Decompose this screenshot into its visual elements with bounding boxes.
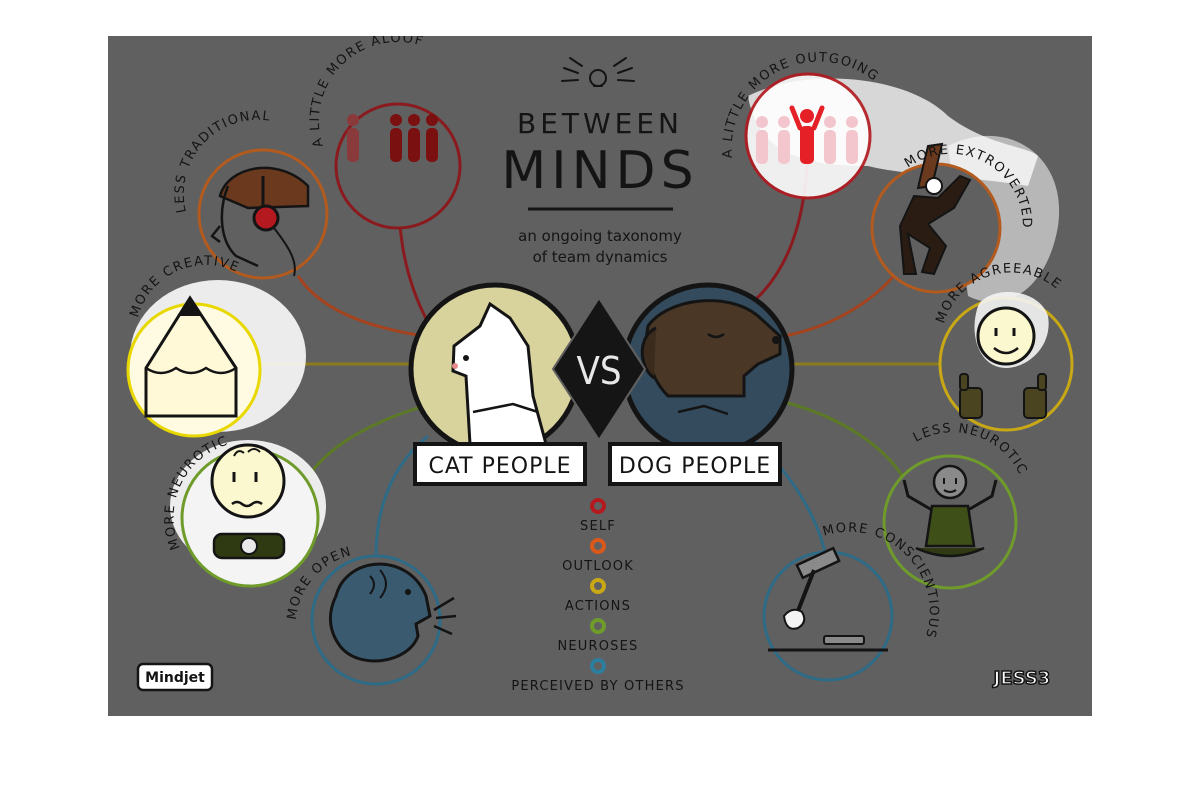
dancer-icon xyxy=(898,142,972,276)
legend-dot xyxy=(590,658,606,674)
cat-label-box: CAT PEOPLE xyxy=(413,442,587,486)
mindjet-logo-text: Mindjet xyxy=(145,670,205,686)
traditional-node: LESS TRADITIONAL xyxy=(173,109,329,280)
cat-label: CAT PEOPLE xyxy=(428,454,571,479)
title-lightbulb-icon xyxy=(561,57,635,87)
aloof-node: A LITTLE MORE ALOOF xyxy=(308,36,462,230)
pencil-icon xyxy=(144,295,238,418)
cat-portrait xyxy=(408,282,582,456)
people-icon xyxy=(347,114,438,162)
speaking-head-icon xyxy=(329,562,457,663)
legend-dot xyxy=(590,498,606,514)
subtitle-line-2: of team dynamics xyxy=(533,248,668,266)
legend-label: NEUROSES xyxy=(557,639,638,654)
meditating-person-icon xyxy=(902,464,998,558)
mindjet-logo: Mindjet xyxy=(136,662,214,692)
dog-portrait xyxy=(621,282,795,456)
vs-diamond: VS xyxy=(551,296,647,442)
jess3-logo-text: JESS3 xyxy=(992,668,1051,689)
cheering-people-icon xyxy=(756,105,858,164)
headphones-head-icon xyxy=(210,166,310,277)
gavel-icon xyxy=(768,546,888,652)
worried-face-icon xyxy=(210,443,286,560)
legend-label: PERCEIVED BY OTHERS xyxy=(511,679,684,694)
neurotic-node: MORE NEUROTIC xyxy=(162,434,326,588)
vs-label: VS xyxy=(576,349,621,393)
subtitle-line-1: an ongoing taxonomy xyxy=(518,227,682,245)
dog-label: DOG PEOPLE xyxy=(619,454,771,479)
thumbs-up-face-icon xyxy=(959,292,1049,419)
legend-label: ACTIONS xyxy=(565,599,631,614)
less-neurotic-node: LESS NEUROTIC xyxy=(882,421,1029,590)
open-node: MORE OPEN xyxy=(285,544,457,686)
dog-label-box: DOG PEOPLE xyxy=(608,442,782,486)
legend-dot xyxy=(590,618,606,634)
title-line-1: BETWEEN xyxy=(517,107,683,140)
jess3-logo: JESS3 xyxy=(991,667,1051,690)
legend-label: OUTLOOK xyxy=(562,559,634,574)
legend-dot xyxy=(590,538,606,554)
extroverted-node: MORE EXTROVERTED xyxy=(870,135,1060,303)
legend: SELF OUTLOOK ACTIONS NEUROSES PERCEIVED BY O… xyxy=(511,498,684,694)
legend-dot xyxy=(590,578,606,594)
legend-label: SELF xyxy=(580,519,616,534)
infographic-board: BETWEEN MINDS an ongoing taxonomy of tea… xyxy=(108,36,1092,716)
title-line-2: MINDS xyxy=(501,141,698,201)
creative-node: MORE CREATIVE xyxy=(126,254,306,438)
